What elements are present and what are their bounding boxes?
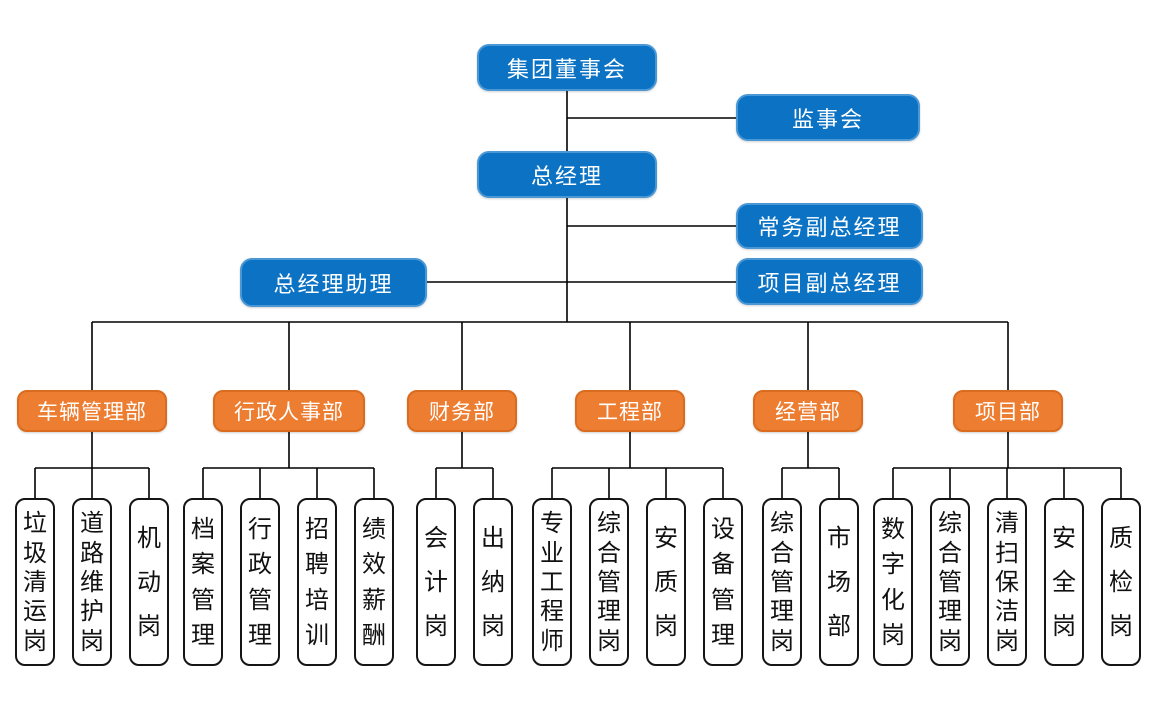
- dept-operations: 经营部: [753, 390, 863, 432]
- position-garbage-removal: 垃圾清运岗: [15, 498, 55, 666]
- position-quality-inspection: 质检岗: [1101, 498, 1141, 666]
- position-mobile-duty: 机动岗: [129, 498, 169, 666]
- position-sweeping-cleaning: 清扫保洁岗: [987, 498, 1027, 666]
- node-project-deputy-gm: 项目副总经理: [736, 258, 923, 305]
- node-group-board: 集团董事会: [477, 44, 657, 91]
- position-safety-quality: 安质岗: [646, 498, 686, 666]
- position-general-management-ops: 综合管理岗: [762, 498, 802, 666]
- position-digitalization: 数字化岗: [873, 498, 913, 666]
- position-performance-payroll: 绩效薪酬: [354, 498, 394, 666]
- dept-vehicle-management: 车辆管理部: [17, 390, 167, 432]
- node-gm-assistant: 总经理助理: [240, 258, 427, 307]
- position-cashier: 出纳岗: [473, 498, 513, 666]
- position-admin-management: 行政管理: [240, 498, 280, 666]
- node-executive-deputy-gm: 常务副总经理: [736, 203, 923, 249]
- position-general-management-eng: 综合管理岗: [589, 498, 629, 666]
- position-road-maintenance: 道路维护岗: [72, 498, 112, 666]
- position-market-department: 市场部: [819, 498, 859, 666]
- position-professional-engineer: 专业工程师: [532, 498, 572, 666]
- dept-engineering: 工程部: [575, 390, 685, 432]
- node-supervisory-board: 监事会: [736, 94, 920, 141]
- dept-finance: 财务部: [407, 390, 517, 432]
- node-general-manager: 总经理: [477, 151, 657, 198]
- dept-admin-hr: 行政人事部: [213, 390, 365, 432]
- position-accountant: 会计岗: [416, 498, 456, 666]
- position-safety: 安全岗: [1044, 498, 1084, 666]
- position-general-management-proj: 综合管理岗: [930, 498, 970, 666]
- position-recruit-training: 招聘培训: [297, 498, 337, 666]
- dept-project: 项目部: [953, 390, 1063, 432]
- position-archives-management: 档案管理: [183, 498, 223, 666]
- position-equipment-management: 设备管理: [703, 498, 743, 666]
